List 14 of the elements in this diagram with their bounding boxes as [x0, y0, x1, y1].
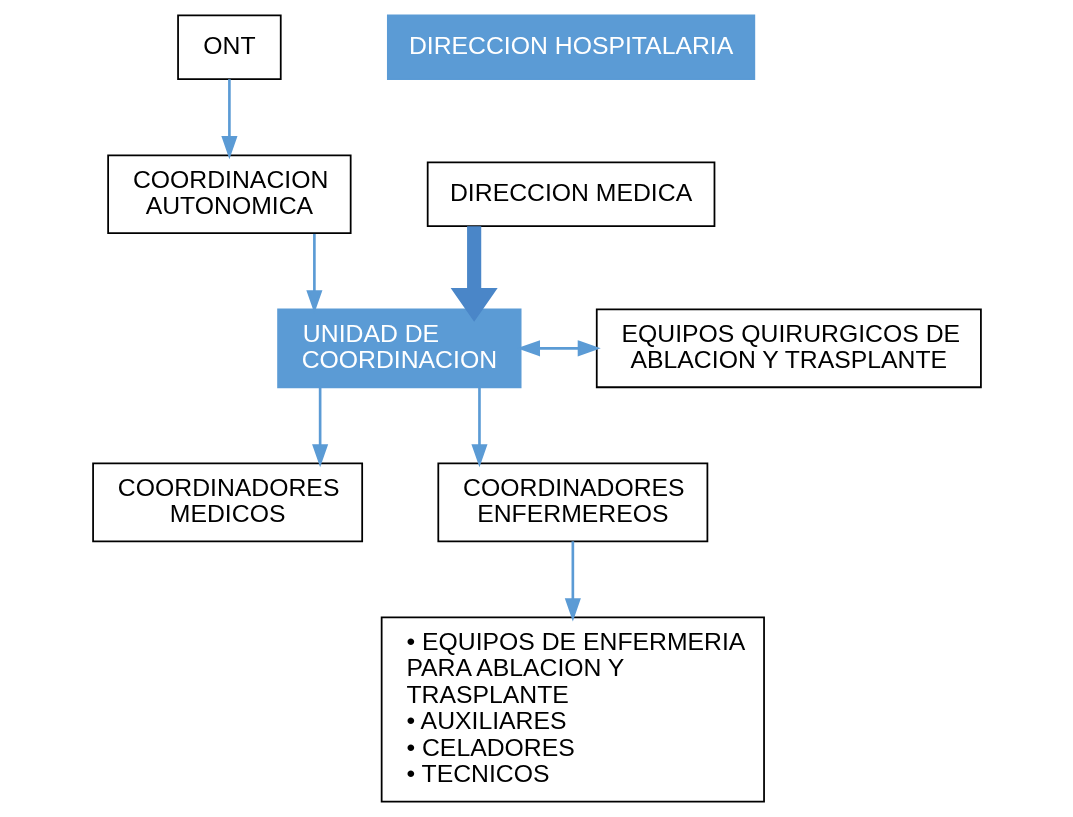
arrow: [564, 541, 581, 622]
node-box: EQUIPOS QUIRURGICOS DE ABLACION Y TRASPLANTE: [595, 308, 982, 389]
node-box: COORDINADORES ENFERMEREOS: [436, 462, 708, 543]
arrow: [311, 387, 328, 468]
arrow: [220, 79, 237, 160]
node-box: DIRECCION HOSPITALARIA: [386, 14, 755, 81]
node-box: COORDINADORES MEDICOS: [91, 462, 363, 543]
node-box: COORDINACION AUTONOMICA: [106, 154, 352, 235]
arrow: [450, 226, 498, 322]
arrow: [470, 387, 488, 468]
node-box: UNIDAD DE COORDINACION: [276, 308, 521, 389]
node-box: • EQUIPOS DE ENFERMERIA PARA ABLACION Y TRASPLANTE • AUXILIARES • CELADORES • TECNICOS: [380, 616, 765, 803]
node-box: DIRECCION MEDICA: [426, 161, 715, 228]
node-box: ONT: [176, 14, 282, 81]
